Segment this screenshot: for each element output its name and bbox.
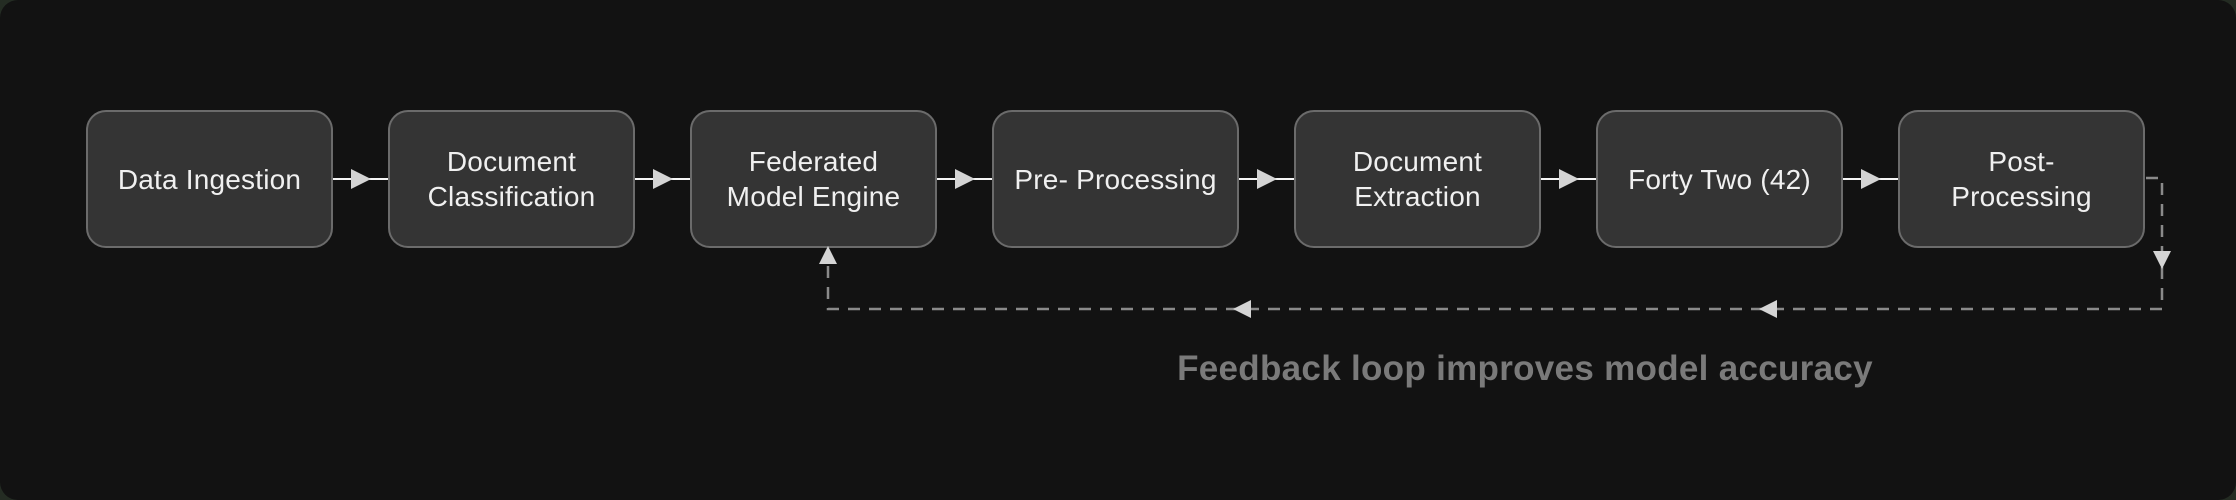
flow-row: Data Ingestion Document Classification F… [86, 110, 2145, 248]
node-label: Data Ingestion [117, 163, 302, 195]
connector-arrow [937, 110, 992, 248]
connector-arrow [1239, 110, 1294, 248]
node-label: Federated Model Engine [726, 146, 901, 212]
connector-arrow [635, 110, 690, 248]
right-arrowhead-icon [954, 169, 975, 189]
left-arrowhead-icon [1233, 300, 1251, 318]
node-label: Forty Two (42) [1628, 163, 1811, 195]
node-label: Document Classification [427, 146, 596, 212]
node-pre-processing: Pre- Processing [992, 110, 1239, 248]
node-label: Post- Processing [1951, 146, 2092, 212]
node-label: Document Extraction [1352, 146, 1483, 212]
connector-arrow [1843, 110, 1898, 248]
left-arrowhead-icon [1759, 300, 1777, 318]
feedback-caption: Feedback loop improves model accuracy [1177, 349, 1873, 388]
node-forty-two: Forty Two (42) [1596, 110, 1843, 248]
right-arrowhead-icon [350, 169, 371, 189]
down-arrowhead-icon [2153, 251, 2171, 269]
node-federated-model-engine: Federated Model Engine [690, 110, 937, 248]
up-arrowhead-icon [819, 246, 837, 264]
connector-arrow [333, 110, 388, 248]
right-arrowhead-icon [1860, 169, 1881, 189]
node-document-classification: Document Classification [388, 110, 635, 248]
right-arrowhead-icon [1256, 169, 1277, 189]
node-label: Pre- Processing [1014, 163, 1217, 195]
right-arrowhead-icon [1558, 169, 1579, 189]
right-arrowhead-icon [652, 169, 673, 189]
node-post-processing: Post- Processing [1898, 110, 2145, 248]
node-document-extraction: Document Extraction [1294, 110, 1541, 248]
node-data-ingestion: Data Ingestion [86, 110, 333, 248]
connector-arrow [1541, 110, 1596, 248]
